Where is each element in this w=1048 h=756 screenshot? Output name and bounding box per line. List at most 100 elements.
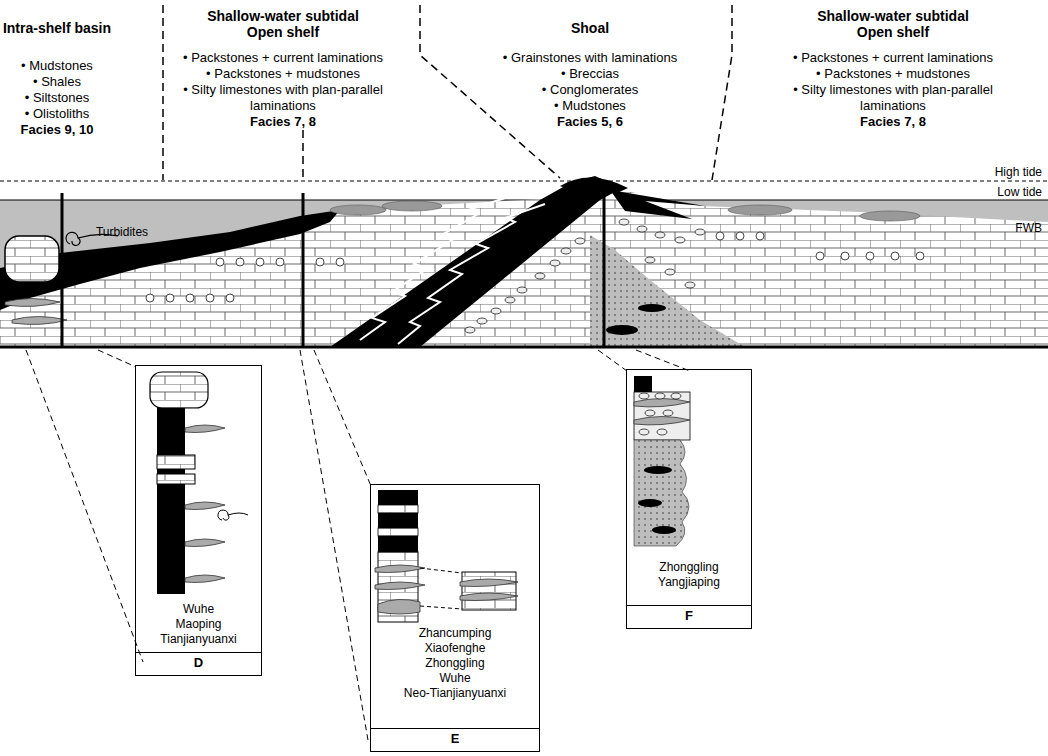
packstone-lens (382, 201, 442, 211)
facies-item: • Silty limestones with plan-parallel la… (768, 82, 1018, 114)
turbidite-lens (12, 317, 67, 325)
facies-item: • Olistoliths (0, 106, 132, 122)
mud-lens (638, 304, 666, 312)
section-base (0, 346, 1048, 349)
pebble (550, 260, 560, 266)
facies-item: • Silty limestones with plan-parallel la… (158, 82, 408, 114)
ooid (816, 252, 824, 260)
column-heading: Shoal (490, 20, 690, 36)
section-log-box: Wuhe Maoping TianjianyuanxiD (135, 365, 262, 676)
packstone-lens (330, 205, 386, 215)
log-f-column (634, 440, 689, 546)
facies-item: • Packstones + mudstones (158, 66, 408, 82)
log-f-column (634, 417, 690, 425)
pebble (645, 257, 655, 263)
pebble (575, 238, 585, 244)
tide-label: High tide (952, 164, 1042, 180)
leader-line (98, 350, 136, 367)
column-heading: Shallow-water subtidal Open shelf (188, 8, 378, 40)
shoal-tongue (610, 190, 705, 219)
log-f-column (639, 393, 649, 399)
log-f-column (634, 376, 652, 392)
pebble (491, 308, 501, 314)
log-e-column (420, 606, 462, 609)
log-e-column (420, 568, 462, 573)
leader-line (26, 350, 143, 662)
basin-shale (0, 210, 340, 310)
leader-line (636, 350, 690, 371)
facies-item: • Breccias (465, 66, 715, 82)
turbidite-lens (5, 299, 67, 325)
pebble (465, 219, 705, 333)
turbidite-label: Turbidites (87, 224, 157, 240)
log-f-column (638, 499, 662, 507)
log-e-column (378, 490, 418, 552)
column-heading: Shallow-water subtidal Open shelf (798, 8, 988, 40)
ooid (186, 294, 194, 302)
pebble (695, 229, 705, 235)
facies-item: • Packstones + current laminations (768, 50, 1018, 66)
log-d-column (185, 575, 225, 583)
interfingering (360, 198, 505, 340)
ooid (236, 258, 244, 266)
leader-line (26, 350, 690, 740)
log-letter-cell: F (627, 605, 751, 628)
facies-number: Facies 7, 8 (768, 114, 1018, 130)
section-bore (603, 193, 606, 347)
packstone-lens (330, 201, 920, 221)
log-f-column (634, 392, 690, 440)
log-letter-cell: D (136, 652, 261, 675)
log-e-column (378, 599, 420, 614)
mud-lens (606, 325, 638, 335)
log-f-column (634, 376, 690, 546)
ooid (316, 258, 324, 266)
log-d-column (150, 372, 208, 408)
log-d-column (157, 455, 195, 469)
ooid (146, 294, 154, 302)
log-letter-cell: E (371, 728, 539, 751)
ooid (336, 258, 344, 266)
log-e-column (375, 490, 518, 622)
pebble (505, 297, 515, 303)
log-f-column (644, 466, 672, 474)
log-e-column (375, 565, 425, 573)
olistolith (5, 236, 59, 282)
section-log-box: Zhancumping Xiaofenghe Zhonggling Wuhe N… (370, 484, 540, 752)
turbidite-lens (5, 299, 60, 307)
facies-item: • Conglomerates (465, 82, 715, 98)
pebble (675, 237, 685, 243)
log-f-column (655, 393, 665, 399)
log-e-column (378, 528, 418, 536)
pebble (655, 232, 665, 238)
pebble (465, 327, 475, 333)
ooid (146, 232, 924, 302)
locality-list: Zhancumping Xiaofenghe Zhonggling Wuhe N… (375, 626, 535, 701)
log-e-column (460, 579, 518, 587)
leader-line (314, 350, 371, 486)
facies-item: • Mudstones (465, 98, 715, 114)
log-e-column (375, 582, 425, 590)
pebble (477, 318, 487, 324)
tide-label: Low tide (952, 184, 1042, 200)
facies-divider (712, 5, 732, 180)
interfingering (360, 198, 545, 344)
section-bore (62, 193, 604, 347)
pebble (685, 282, 695, 288)
ooid (916, 252, 924, 260)
ooid (841, 252, 849, 260)
facies-item: • Siltstones (0, 90, 132, 106)
ooid (206, 294, 214, 302)
leader-line (300, 350, 368, 740)
facies-item: • Packstones + current laminations (158, 50, 408, 66)
section-bore (61, 193, 64, 347)
log-d-column (157, 474, 195, 484)
log-f-column (652, 526, 676, 534)
ooid (866, 252, 874, 260)
locality-list: Zhonggling Yangjiaping (631, 560, 747, 590)
log-f-column (634, 399, 690, 407)
packstone-lens (860, 211, 920, 221)
log-f-column (645, 410, 655, 416)
ooid (216, 258, 224, 266)
section-log-box: Zhonggling YangjiapingF (626, 369, 752, 629)
